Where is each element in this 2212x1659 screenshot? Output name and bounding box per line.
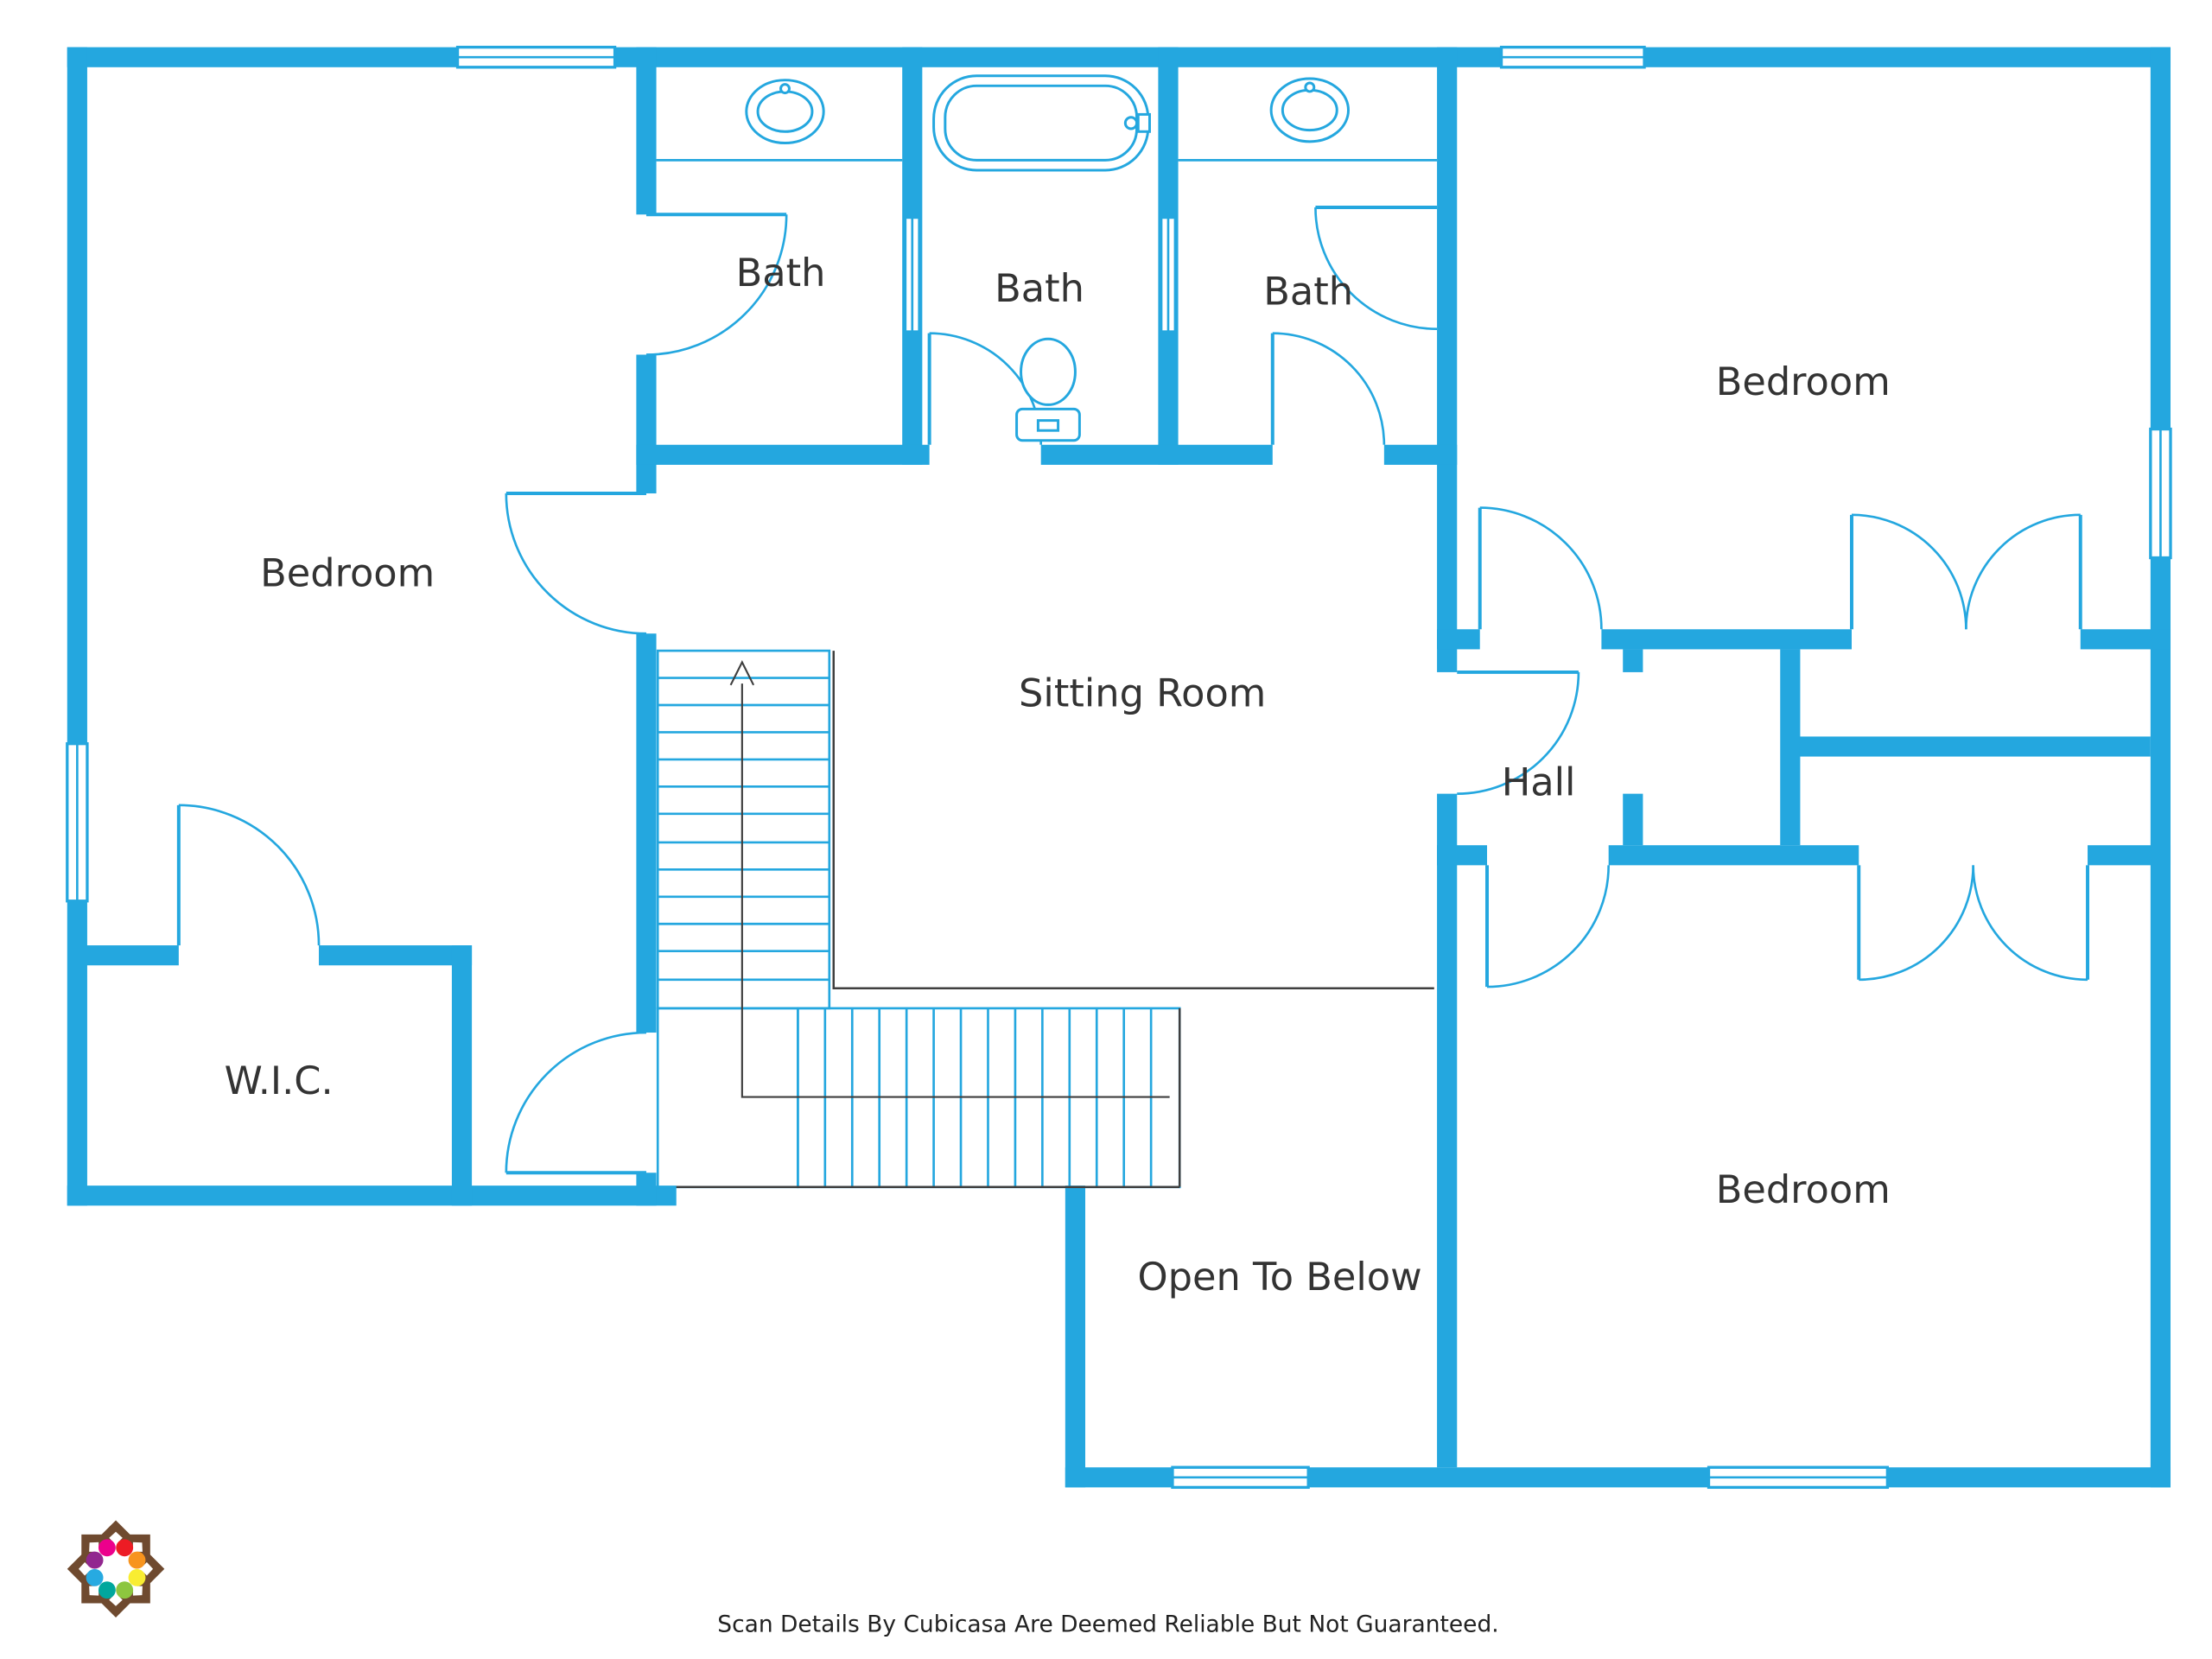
bathtub-icon xyxy=(932,74,1151,172)
room-label-bedroom-top-right: Bedroom xyxy=(1716,359,1891,404)
room-label-bedroom-bottom-right: Bedroom xyxy=(1716,1167,1891,1212)
logo-petal xyxy=(118,1534,150,1567)
room-label-hall: Hall xyxy=(1502,760,1576,804)
door-arc xyxy=(176,804,321,946)
interior-window xyxy=(903,215,921,334)
door-arc xyxy=(645,213,788,356)
logo-petal xyxy=(99,1520,133,1548)
logo-petal xyxy=(99,1590,133,1618)
logo-petal xyxy=(81,1572,113,1604)
logo-dot xyxy=(128,1551,146,1569)
door-arc xyxy=(1485,865,1610,988)
disclaimer-text: Scan Details By Cubicasa Are Deemed Reli… xyxy=(717,1611,1498,1638)
room-label-bath-center: Bath xyxy=(995,266,1084,311)
doors xyxy=(176,206,2090,1175)
bath-fixtures xyxy=(656,74,1438,442)
logo-petal xyxy=(137,1551,165,1586)
cubicasa-logo xyxy=(67,1520,165,1618)
logo-dot xyxy=(116,1539,134,1557)
door-arc xyxy=(1965,513,2082,630)
logo-dot xyxy=(98,1539,116,1557)
door-arc xyxy=(1457,670,1580,795)
door-arc xyxy=(1478,506,1603,630)
room-label-bath-left: Bath xyxy=(736,251,826,296)
room-label-wic: W.I.C. xyxy=(225,1058,334,1103)
door-arc xyxy=(505,1031,646,1175)
logo-dot xyxy=(116,1581,134,1599)
toilet-icon xyxy=(1015,337,1081,442)
windows xyxy=(66,45,2172,1490)
logo-dot xyxy=(98,1581,116,1599)
stairs xyxy=(656,649,1434,1189)
room-labels: Bedroom Bath Bath Bath Bedroom Sitting R… xyxy=(225,251,1891,1300)
window xyxy=(1707,1465,1890,1490)
interior-window xyxy=(1160,215,1177,334)
door-arc xyxy=(505,492,646,635)
sink-icon xyxy=(745,79,825,145)
logo-dot xyxy=(86,1568,104,1586)
window xyxy=(2149,427,2172,560)
room-label-sitting-room: Sitting Room xyxy=(1019,671,1266,716)
walls xyxy=(67,47,2171,1488)
door-arc xyxy=(1314,206,1438,331)
window xyxy=(66,742,89,903)
logo-petal xyxy=(118,1572,150,1604)
window xyxy=(1171,1465,1310,1490)
door-arc xyxy=(1850,513,1967,630)
window xyxy=(1499,45,1646,69)
stairs-direction-arrow xyxy=(729,659,1170,1098)
room-label-bath-right: Bath xyxy=(1263,270,1353,315)
logo-dot xyxy=(86,1551,104,1569)
logo-petal xyxy=(67,1551,95,1586)
door-arc xyxy=(1972,865,2090,982)
logo-petal xyxy=(81,1534,113,1567)
room-label-bedroom-top-left: Bedroom xyxy=(260,551,435,596)
room-label-open-to-below: Open To Below xyxy=(1137,1255,1421,1300)
logo-dot xyxy=(128,1568,146,1586)
door-arc xyxy=(1270,332,1386,445)
sink-icon xyxy=(1269,77,1350,143)
door-arc xyxy=(1857,865,1974,982)
window xyxy=(455,45,617,69)
